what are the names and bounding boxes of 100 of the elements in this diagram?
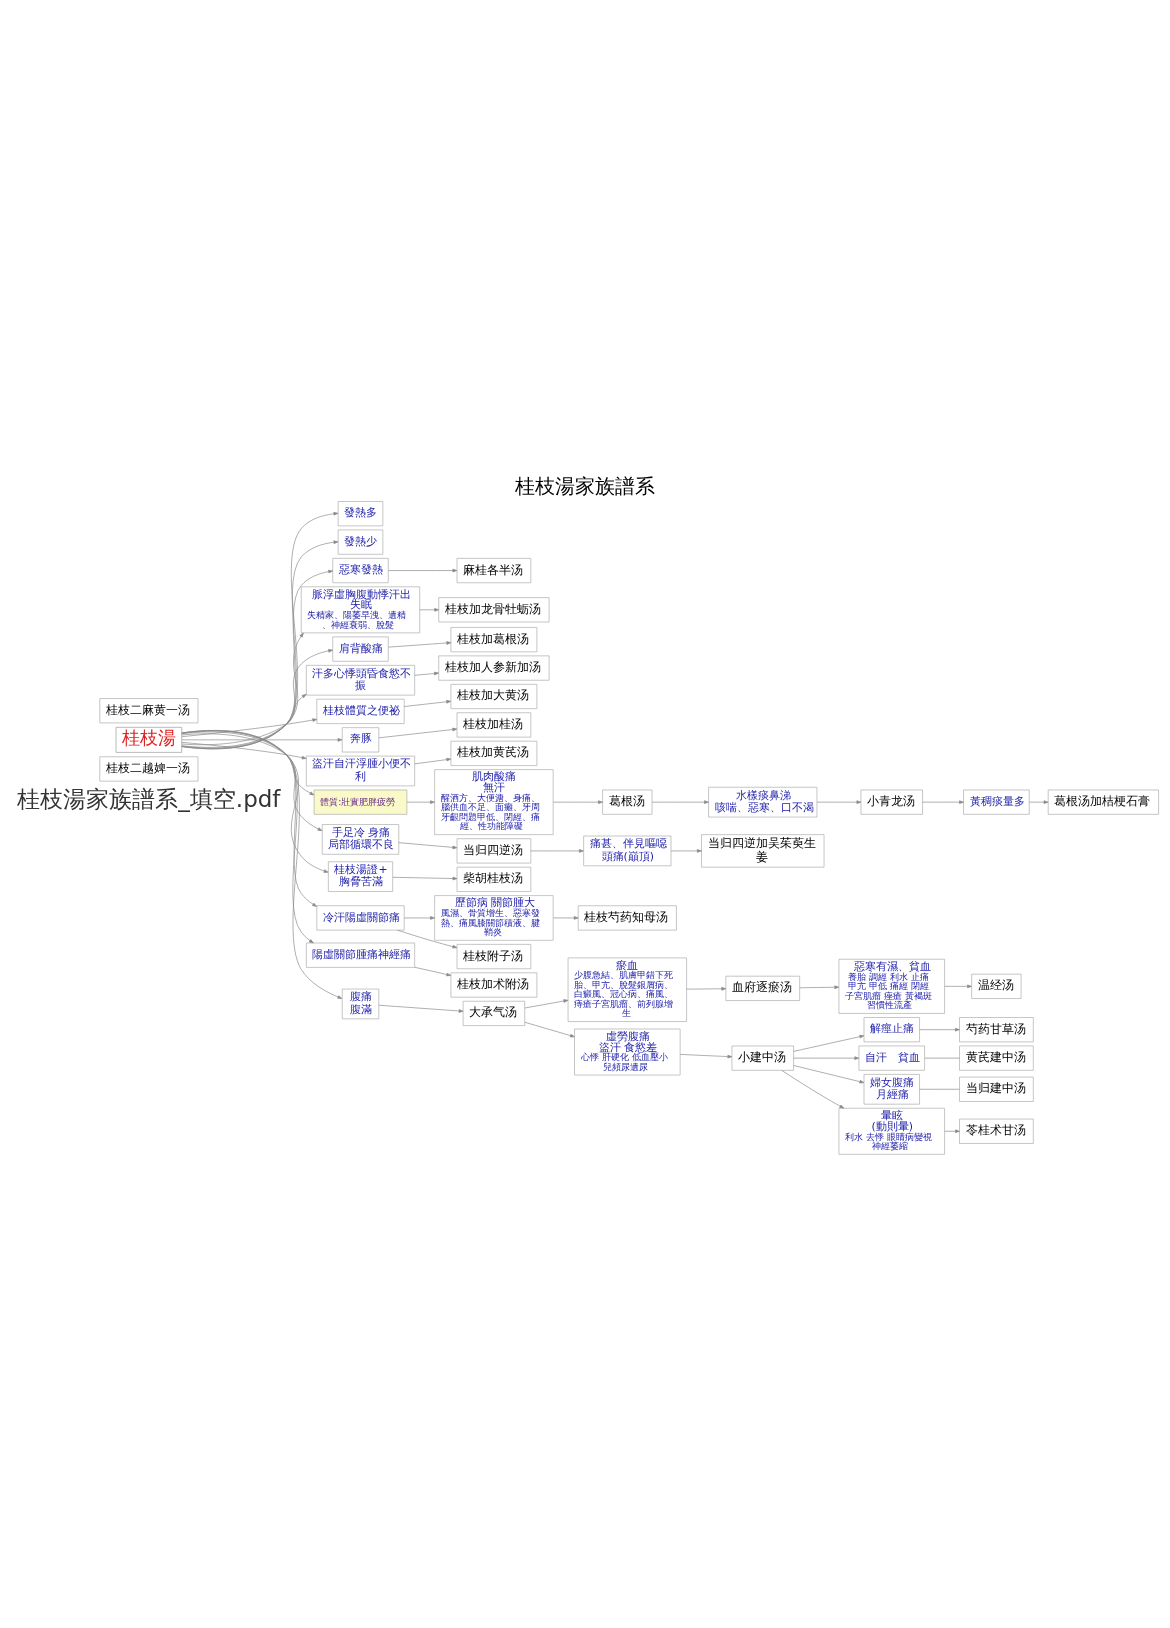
node-box: 桂枝湯	[115, 727, 183, 753]
arrow	[181, 738, 343, 742]
node-box: 冷汗陽虛關節痛	[316, 905, 405, 931]
node-box: 惡寒發熱	[332, 558, 389, 584]
arrow	[388, 568, 458, 573]
connector	[919, 1088, 960, 1090]
diagram-title: 桂枝湯家族譜系	[515, 473, 655, 498]
node-box: 腹痛 腹滿	[341, 988, 380, 1020]
arrow	[181, 632, 304, 749]
arrow	[181, 694, 307, 746]
node-box: 奔豚	[341, 727, 380, 753]
arrow	[651, 800, 709, 804]
arrow	[414, 966, 452, 977]
node-box: 桂枝加葛根汤	[450, 627, 538, 653]
arrow	[781, 1070, 845, 1109]
arrow	[181, 730, 314, 944]
node-box: 黃稠痰量多	[963, 789, 1030, 815]
node-box: 小建中汤	[731, 1045, 794, 1071]
node-box: 桂枝二麻黄一汤	[99, 698, 199, 724]
node-box: 汗多心悸頭昏食慾不振	[306, 665, 416, 696]
arrow	[388, 641, 452, 648]
arrow	[670, 849, 702, 853]
arrow	[181, 733, 315, 796]
node-box: 黄芪建中汤	[959, 1045, 1034, 1071]
arrow	[944, 984, 972, 989]
arrow	[419, 608, 440, 612]
arrow	[378, 1004, 464, 1013]
arrow	[944, 1129, 960, 1134]
arrow	[181, 649, 333, 748]
node-box: 盜汗自汗浮腫小便不利	[306, 755, 416, 787]
node-box: 肌肉酸痛 無汗 醒酒方、大便溏、身痛、腦供血不足、面癱、牙周牙齦問題甲低、閉經、痛經、性功能障礙	[434, 769, 554, 835]
arrow	[181, 569, 334, 749]
node-box: 發熱少	[337, 529, 384, 555]
node-box: 發熱多	[337, 501, 384, 527]
arrow	[181, 730, 343, 999]
node-box: 桂枝二越婢一汤	[99, 756, 199, 782]
arrow	[793, 1056, 860, 1060]
node-box: 桂枝加术附汤	[450, 972, 538, 998]
arrow	[793, 1065, 865, 1084]
node-box: 手足冷 身痛 局部循環不良	[321, 824, 400, 855]
node-box: 苓桂术甘汤	[959, 1118, 1034, 1144]
arrow	[922, 800, 964, 804]
arrow	[524, 1021, 575, 1038]
node-box: 脈浮虛胸腹動悸汗出失眠 失精家、陽萎早洩、遺精、神經衰弱、脫髮	[300, 586, 421, 634]
node-box: 解痙止痛	[863, 1017, 920, 1043]
arrow	[181, 718, 318, 738]
node-box: 桂枝加龙骨牡蛎汤	[438, 597, 550, 623]
arrow	[181, 730, 329, 873]
node-box: 桂枝加大黄汤	[450, 684, 538, 710]
arrow	[919, 1027, 960, 1032]
node-box: 当归建中汤	[959, 1076, 1034, 1102]
node-box: 血府逐瘀汤	[725, 975, 800, 1001]
node-box: 当归四逆汤	[456, 838, 532, 864]
node-box: 桂枝加人参新加汤	[438, 655, 550, 681]
arrow	[397, 929, 458, 949]
node-box: 暈眩 (動則暈) 利水 去悸 眼睛病變視神經萎縮	[838, 1107, 945, 1155]
arrow	[392, 876, 458, 881]
arrow	[816, 800, 862, 804]
node-box: 桂枝附子汤	[456, 944, 532, 970]
arrow	[679, 1054, 733, 1059]
node-box: 小青龙汤	[860, 789, 923, 815]
arrow	[403, 700, 452, 707]
arrow	[552, 916, 579, 920]
arrow	[530, 849, 584, 853]
arrow	[403, 916, 435, 920]
node-box: 肩背酸痛	[332, 636, 389, 662]
arrow	[378, 727, 458, 739]
node-box: 桂枝體質之便祕	[316, 698, 405, 724]
arrow	[799, 985, 840, 989]
node-box: 温经汤	[971, 973, 1022, 999]
node-box: 芍药甘草汤	[959, 1017, 1034, 1043]
arrow	[398, 842, 458, 850]
node-box: 虛勞腹痛 盜汗 食慾差 心悸 肝硬化 低血壓小兒頻尿遺尿	[574, 1028, 681, 1076]
arrow	[414, 671, 439, 676]
node-box: 瘀血 少腹急結、肌膚甲錯下死胎、甲亢、脫髮銀屑病、白癜風、冠心病、痛風、痔瘡子宮肌瘤、前列腺增生	[567, 957, 687, 1022]
node-box: 歷節病 關節腫大 風濕、骨質增生、惡寒發熱、痛風膝關節積液、腱鞘炎	[434, 895, 554, 941]
node-box: 桂枝加黄芪汤	[450, 740, 538, 766]
node-box: 自汗 貧血	[858, 1045, 925, 1071]
arrow	[552, 800, 603, 804]
node-box: 水樣痰鼻涕 咳喘、惡寒、口不渴	[708, 786, 818, 818]
node-box: 桂枝芍药知母汤	[577, 905, 677, 931]
arrow	[181, 730, 317, 907]
arrow	[793, 1034, 865, 1052]
node-box: 当归四逆加吴茱萸生姜	[701, 834, 825, 868]
arrow	[524, 999, 569, 1009]
node-box: 麻桂各半汤	[456, 558, 532, 584]
label: 桂枝湯家族譜系_填空.pdf	[17, 785, 281, 812]
node-box: 惡寒有濕、貧血 養胎 調經 利水 止痛甲亢 甲低 痛經 閉經子宮肌瘤 痤瘡 黃褐斑習慣性流產	[838, 958, 945, 1014]
arrow	[414, 757, 452, 765]
node-box: 大承气汤	[462, 1000, 526, 1026]
node-box: 柴胡桂枝汤	[456, 866, 532, 892]
arrow	[181, 742, 307, 760]
node-box: 葛根汤加桔梗石膏	[1047, 789, 1159, 815]
node-box: 陽虛關節腫痛神經痛	[306, 942, 416, 968]
arrow	[406, 800, 435, 804]
node-box: 體質:壯實肥胖疲勞	[313, 789, 408, 815]
arrow	[181, 731, 323, 831]
node-box: 葛根汤	[602, 789, 653, 815]
node-box: 婦女腹痛 月經痛	[863, 1074, 920, 1105]
arrow	[1029, 800, 1049, 804]
